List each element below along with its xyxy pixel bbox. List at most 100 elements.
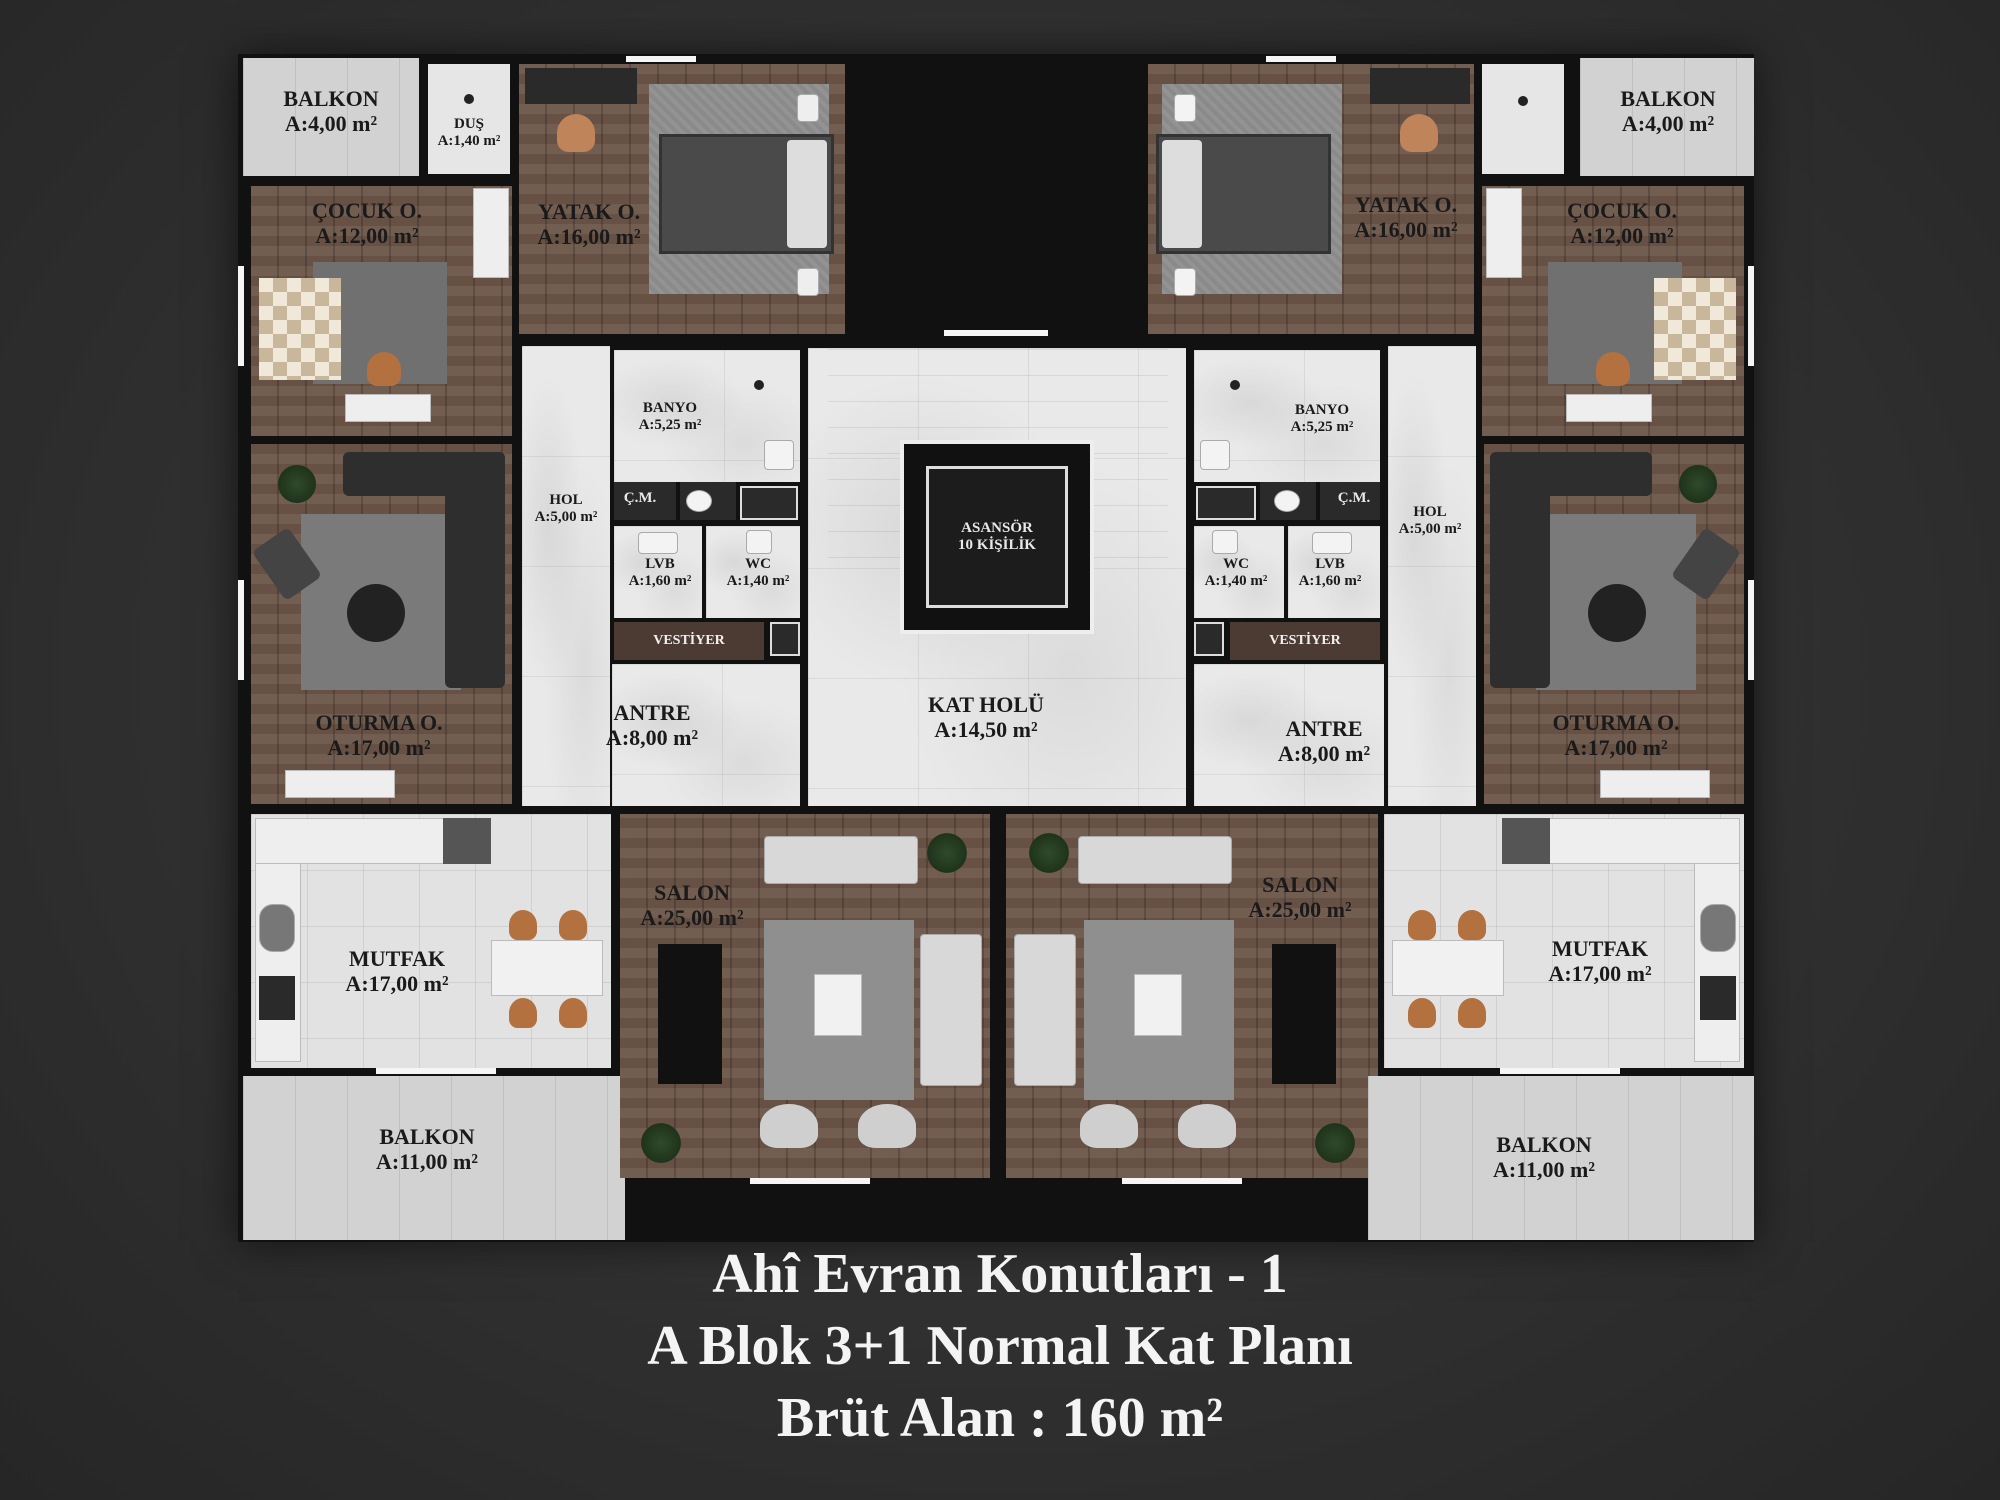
coffee-table (1588, 584, 1646, 642)
dining-table (1272, 944, 1336, 1084)
armchair (1400, 114, 1438, 152)
corner-sofa-side (1490, 452, 1550, 688)
right-living-room-label: OTURMA O.A:17,00 m² (1552, 710, 1680, 761)
bed-pillows (1162, 140, 1202, 248)
kitchen-sink-icon (1700, 904, 1736, 952)
gross-area: Brüt Alan : 160 m² (776, 1387, 1224, 1449)
dining-chair (509, 910, 537, 940)
right-shower (1482, 64, 1564, 174)
window (238, 580, 244, 680)
nightstand (797, 94, 819, 122)
window (944, 330, 1048, 336)
right-bedroom: YATAK O.A:16,00 m² (1148, 64, 1474, 334)
nightstand (1174, 268, 1196, 296)
window (1500, 1068, 1620, 1074)
right-cloak-cabinet (1194, 622, 1224, 656)
corner-sofa-side (445, 452, 505, 688)
kids-chair (1596, 352, 1630, 386)
nightstand (797, 268, 819, 296)
window (1748, 266, 1754, 366)
bed-pillows (787, 140, 827, 248)
sink-icon (1274, 490, 1300, 512)
plan-type: A Blok 3+1 Normal Kat Planı (647, 1315, 1353, 1377)
left-laundry-label: Ç.M. (623, 490, 657, 506)
stove-icon (1700, 976, 1736, 1020)
kitchen-sink-icon (259, 904, 295, 952)
tv-unit (1370, 68, 1470, 104)
armchair (1080, 1104, 1138, 1148)
wardrobe (1486, 188, 1522, 278)
toilet (746, 530, 772, 554)
window (1122, 1178, 1242, 1184)
plant-icon (638, 1120, 684, 1166)
shower-drain-icon (464, 94, 474, 104)
desk (1566, 394, 1652, 422)
sofa-side (1014, 934, 1076, 1086)
armchair (858, 1104, 916, 1148)
sink-icon (686, 490, 712, 512)
kids-bed (1654, 278, 1736, 380)
right-kids-room-label: ÇOCUK O.A:12,00 m² (1567, 198, 1677, 249)
left-storage (740, 486, 798, 520)
right-laundry-label: Ç.M. (1337, 490, 1371, 506)
nightstand (1174, 94, 1196, 122)
coffee-table (347, 584, 405, 642)
left-kids-room-label: ÇOCUK O.A:12,00 m² (312, 198, 422, 249)
toilet (1200, 440, 1230, 470)
left-living-room-label: OTURMA O.A:17,00 m² (315, 710, 443, 761)
kitchen-counter-top (255, 818, 475, 864)
stove-icon (259, 976, 295, 1020)
dining-table (658, 944, 722, 1084)
tv-unit (525, 68, 637, 104)
window (1266, 56, 1336, 62)
refrigerator (443, 818, 491, 864)
coffee-table (1134, 974, 1182, 1036)
shower-drain-icon (1230, 380, 1240, 390)
sofa-top (764, 836, 918, 884)
dining-chair (1408, 910, 1436, 940)
wardrobe (473, 188, 509, 278)
toilet (764, 440, 794, 470)
armchair (760, 1104, 818, 1148)
plant-icon (1026, 830, 1072, 876)
armchair (1178, 1104, 1236, 1148)
window (376, 1068, 496, 1074)
plant-icon (1312, 1120, 1358, 1166)
left-kids-room: ÇOCUK O.A:12,00 m² (251, 186, 512, 436)
elevator-cabin (926, 466, 1068, 608)
kids-chair (367, 352, 401, 386)
left-cloakroom: VESTİYER (614, 622, 764, 660)
